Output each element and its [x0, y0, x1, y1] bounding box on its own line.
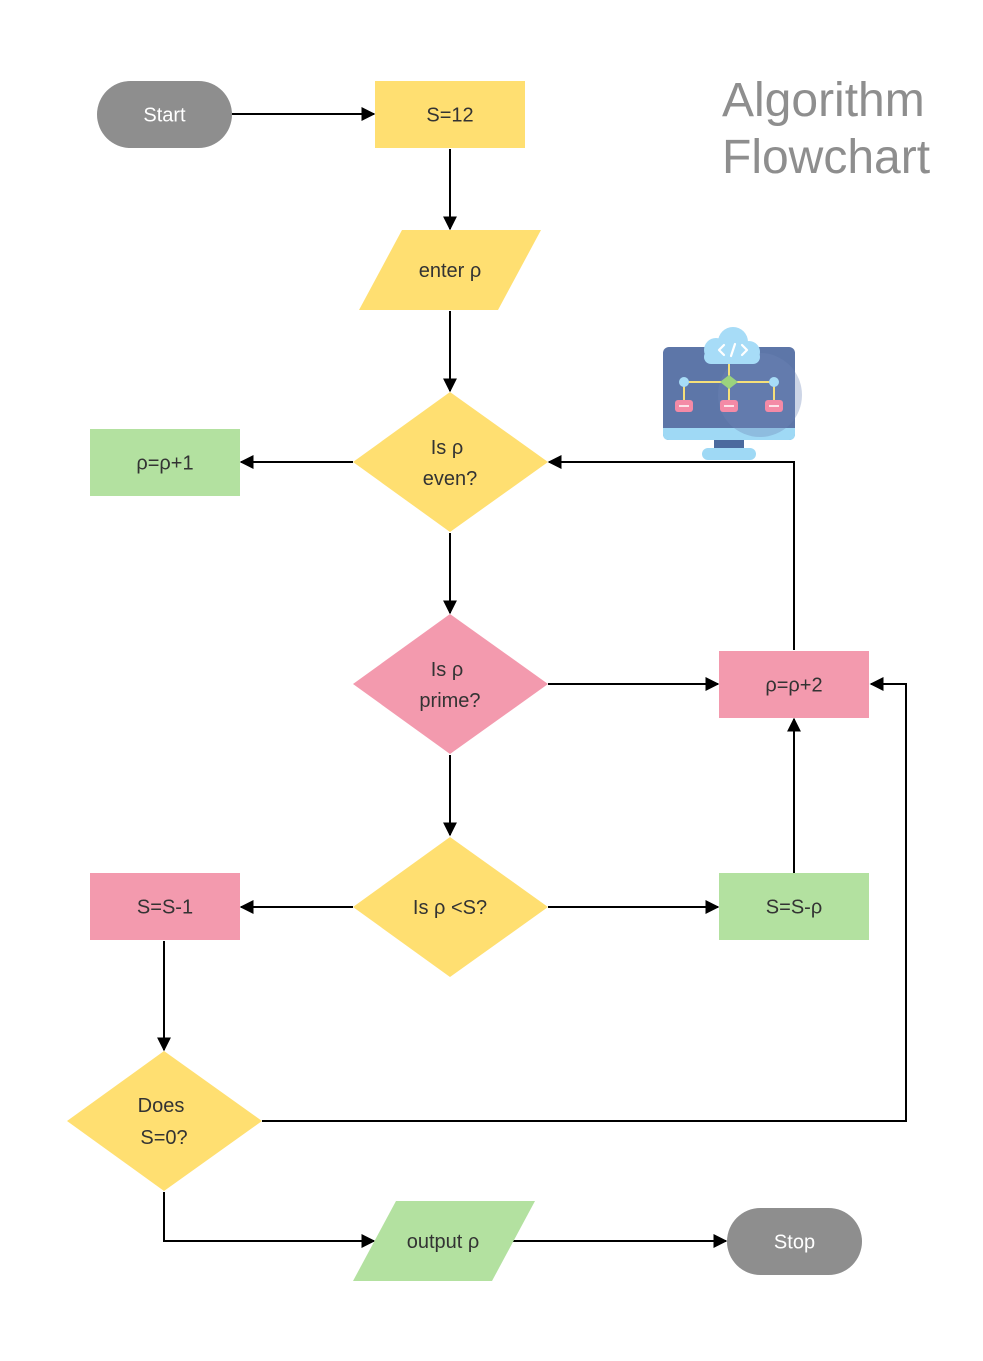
decision-shape	[353, 392, 548, 532]
node-s12: S=12	[375, 81, 525, 148]
node-label: Start	[143, 105, 186, 127]
terminal-shape	[97, 81, 232, 148]
process-shape	[90, 873, 240, 940]
node-is-prime: Is ρ prime?	[353, 614, 548, 754]
node-p-plus-2: ρ=ρ+2	[719, 651, 869, 718]
node-label: S=12	[426, 105, 473, 127]
node-is-even: Is ρ even?	[353, 392, 548, 532]
decision-shape	[353, 614, 548, 754]
process-shape	[719, 651, 869, 718]
node-label: Stop	[774, 1232, 815, 1254]
edge-does-s0-to-p-plus-2	[262, 677, 907, 1122]
node-enter-p: enter ρ	[359, 230, 541, 310]
title-line-2: Flowchart	[722, 131, 930, 184]
edge-does-s0-to-output	[163, 1192, 376, 1248]
node-label: S=S-ρ	[766, 897, 822, 919]
node-s-minus-1: S=S-1	[90, 873, 240, 940]
node-output-p: output ρ	[353, 1201, 535, 1281]
decision-shape	[67, 1051, 262, 1191]
input-shape	[359, 230, 541, 310]
node-label: S=S-1	[137, 897, 193, 919]
node-label-line-2: prime?	[419, 690, 480, 712]
node-label-line-1: Does	[138, 1095, 185, 1117]
output-shape	[353, 1201, 535, 1281]
node-label-line-2: S=0?	[140, 1127, 187, 1149]
node-does-s0: Does S=0?	[67, 1051, 262, 1191]
node-label: Is ρ <S?	[413, 897, 487, 919]
node-s-minus-p: S=S-ρ	[719, 873, 869, 940]
process-shape	[719, 873, 869, 940]
node-label-line-2: even?	[423, 468, 478, 490]
diagram-title: Algorithm Flowchart	[722, 74, 930, 184]
node-label: ρ=ρ+2	[765, 675, 822, 697]
node-start: Start	[97, 81, 232, 148]
node-label-line-1: Is ρ	[431, 437, 464, 459]
title-line-1: Algorithm	[722, 74, 925, 127]
node-label: output ρ	[407, 1231, 480, 1253]
computer-network-icon	[663, 327, 802, 460]
edges	[157, 107, 907, 1248]
process-shape	[90, 429, 240, 496]
node-label: ρ=ρ+1	[136, 453, 193, 475]
node-label-line-1: Is ρ	[431, 659, 464, 681]
process-shape	[375, 81, 525, 148]
node-is-less: Is ρ <S?	[353, 837, 548, 977]
node-p-plus-1: ρ=ρ+1	[90, 429, 240, 496]
edge-p-plus-2-to-even	[547, 455, 795, 650]
terminal-shape	[727, 1208, 862, 1275]
node-stop: Stop	[727, 1208, 862, 1275]
decision-shape	[353, 837, 548, 977]
node-label: enter ρ	[419, 260, 482, 282]
